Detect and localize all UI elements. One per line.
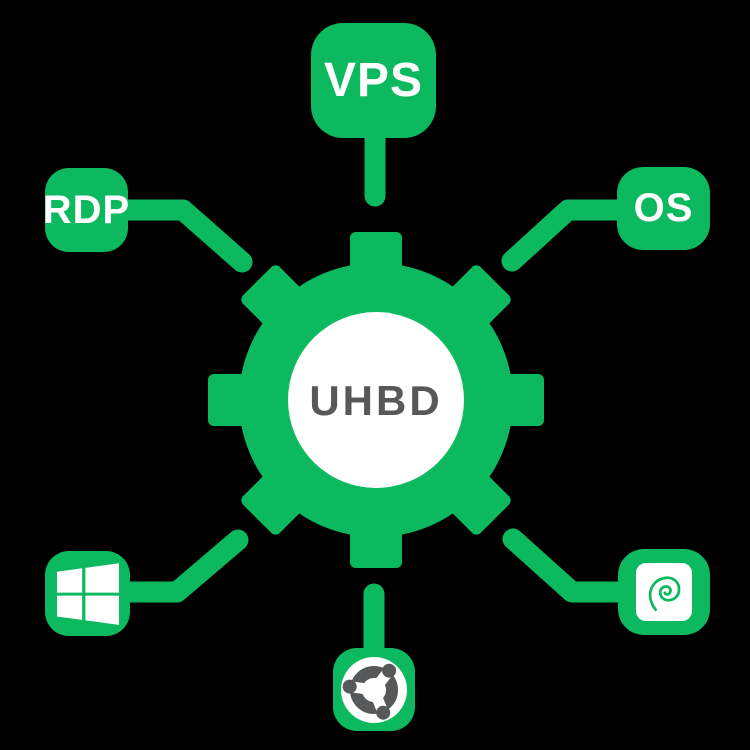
connector-rdp <box>107 199 253 273</box>
node-rdp: RDP <box>42 168 131 252</box>
ubuntu-icon <box>342 661 398 721</box>
os-label: OS <box>633 186 694 230</box>
vps-label: VPS <box>323 54 424 107</box>
rdp-label: RDP <box>42 187 131 232</box>
node-debian <box>618 549 710 635</box>
connector-debian <box>502 528 641 603</box>
connector-windows <box>107 529 249 603</box>
gear-icon <box>208 232 544 568</box>
node-windows <box>45 551 130 636</box>
ubuntu-icon-plate <box>341 656 407 723</box>
node-vps: VPS <box>311 23 436 138</box>
node-ubuntu <box>333 648 415 731</box>
gear-center-label: UHBD <box>309 377 442 424</box>
debian-swirl-icon <box>648 576 681 612</box>
node-os: OS <box>617 167 710 250</box>
connector-os <box>501 199 641 272</box>
windows-icon <box>56 562 119 625</box>
gear-center-circle <box>288 312 464 488</box>
debian-icon-plate <box>636 563 692 621</box>
